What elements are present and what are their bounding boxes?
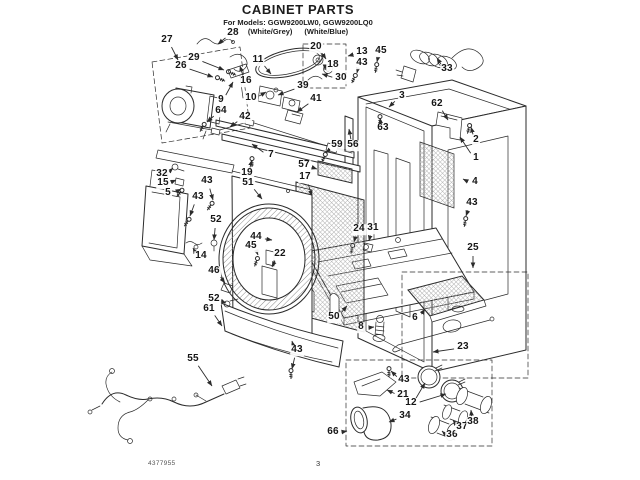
callout-26: 26 (174, 60, 188, 72)
callout-46: 46 (207, 265, 221, 277)
callout-50: 50 (327, 311, 341, 323)
callout-44: 44 (249, 231, 263, 243)
color-note-right: (White/Blue) (304, 26, 349, 36)
leveling-leg (372, 315, 386, 342)
callout-64: 64 (214, 105, 228, 117)
callout-59: 59 (330, 139, 344, 151)
callout-43: 43 (465, 197, 479, 209)
callout-19: 19 (240, 167, 254, 179)
callout-31: 31 (366, 222, 380, 234)
callout-55: 55 (186, 353, 200, 365)
callout-24: 24 (352, 223, 366, 235)
callout-42: 42 (238, 111, 252, 123)
callout-14: 14 (194, 250, 208, 262)
callout-45: 45 (244, 240, 258, 252)
callout-33: 33 (440, 63, 454, 75)
callout-1: 1 (472, 152, 480, 164)
callout-11: 11 (251, 54, 265, 66)
callout-8: 8 (357, 321, 365, 333)
callout-29: 29 (187, 52, 201, 64)
callout-20: 20 (309, 41, 323, 53)
callout-25: 25 (466, 242, 480, 254)
callout-43: 43 (290, 344, 304, 356)
callout-9: 9 (217, 94, 225, 106)
models-line: For Models: GGW9200LW0, GGW9200LQ0 (223, 17, 373, 27)
callout-30: 30 (334, 72, 348, 84)
callout-32: 32 (155, 168, 169, 180)
callout-17: 17 (298, 171, 312, 183)
callout-52: 52 (207, 293, 221, 305)
callout-41: 41 (309, 93, 323, 105)
callout-43: 43 (200, 175, 214, 187)
callout-6: 6 (411, 312, 419, 324)
motor-assembly (151, 46, 251, 144)
callout-16: 16 (239, 75, 253, 87)
callout-43: 43 (191, 191, 205, 203)
callout-10: 10 (244, 92, 258, 104)
callout-57: 57 (297, 159, 311, 171)
callout-56: 56 (346, 139, 360, 151)
callout-51: 51 (241, 177, 255, 189)
callout-4: 4 (471, 176, 479, 188)
callout-45: 45 (374, 45, 388, 57)
lower-front-panel (220, 298, 344, 368)
page-title: CABINET PARTS (241, 2, 355, 17)
doc-number: 4377955 (148, 460, 176, 467)
callout-27: 27 (160, 34, 174, 46)
callout-13: 13 (355, 46, 369, 58)
callout-37: 37 (455, 421, 469, 433)
color-notes: (White/Grey) (White/Blue) (0, 26, 596, 37)
callout-21: 21 (396, 389, 410, 401)
callout-7: 7 (267, 149, 275, 161)
header-block: CABINET PARTS For Models: GGW9200LW0, GG… (0, 2, 596, 37)
wire-harness (87, 368, 247, 444)
callout-3: 3 (398, 90, 406, 102)
callout-38: 38 (466, 416, 480, 428)
callout-43: 43 (355, 57, 369, 69)
callout-52: 52 (209, 214, 223, 226)
callout-18: 18 (326, 59, 340, 71)
callout-12: 12 (404, 397, 418, 409)
callout-15: 15 (156, 177, 170, 189)
color-note-left: (White/Grey) (247, 26, 293, 36)
callout-28: 28 (226, 27, 240, 39)
callout-22: 22 (273, 248, 287, 260)
lint-screen-kit (392, 271, 529, 379)
callout-62: 62 (430, 98, 444, 110)
page-number: 3 (316, 459, 321, 468)
front-panel (218, 156, 320, 380)
callout-36: 36 (445, 429, 459, 441)
callout-2: 2 (472, 134, 480, 146)
callout-5: 5 (164, 187, 172, 199)
callout-66: 66 (326, 426, 340, 438)
callout-39: 39 (296, 80, 310, 92)
callout-43: 43 (397, 374, 411, 386)
callout-63: 63 (376, 122, 390, 134)
callout-34: 34 (398, 410, 412, 422)
callout-61: 61 (202, 303, 216, 315)
callout-23: 23 (456, 341, 470, 353)
support-bracket (141, 149, 235, 294)
